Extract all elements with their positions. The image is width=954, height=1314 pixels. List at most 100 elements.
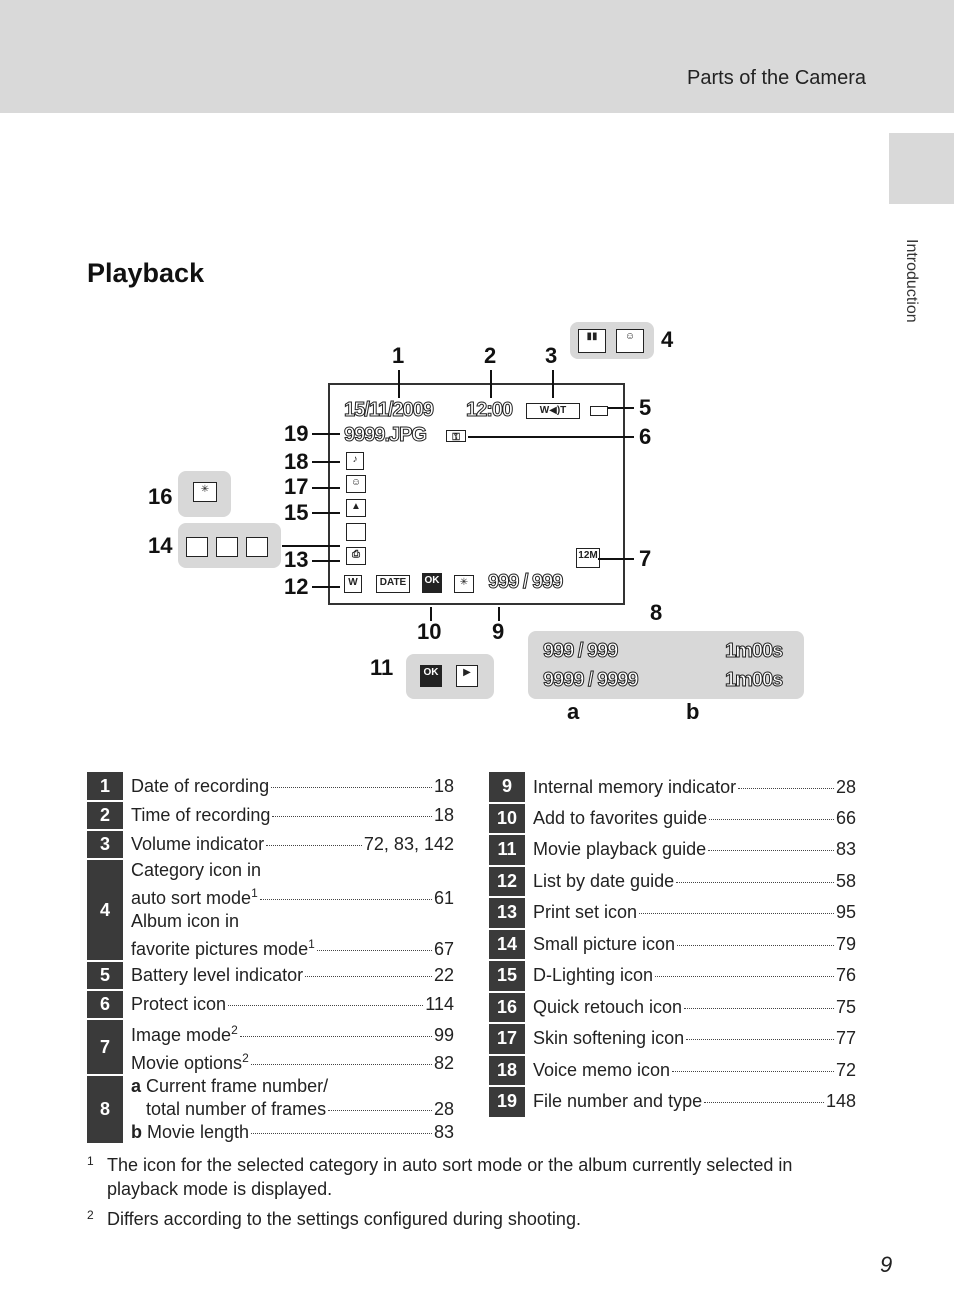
entry-marker: a: [131, 1076, 142, 1096]
ok-button-icon: OK: [422, 573, 442, 593]
entry-label: Album icon in: [131, 910, 239, 933]
category-icon: ▮▮: [578, 329, 606, 353]
row-number: 16: [489, 991, 525, 1024]
entry-label: Battery level indicator: [131, 962, 303, 989]
callout-1: 1: [392, 343, 405, 368]
footnote-mark: 2: [87, 1208, 94, 1222]
entry-page: 83: [433, 1122, 454, 1142]
callout-11: 11: [370, 655, 394, 680]
callout-2: 2: [484, 343, 497, 368]
footnote: 1 The icon for the selected category in …: [87, 1153, 857, 1201]
entry-page: 148: [825, 1091, 856, 1112]
screen-frame-counter: 999 / 999: [487, 571, 563, 594]
row-number: 9: [489, 772, 525, 804]
battery-icon: [590, 406, 608, 416]
leader-dots: [709, 818, 834, 820]
leader-line: [498, 607, 500, 621]
row-number: 15: [489, 960, 525, 993]
entry-page: 79: [835, 933, 856, 954]
entry-label: Movie playback guide: [533, 839, 706, 860]
row-content: File number and type 148: [525, 1086, 856, 1118]
entry-text: Current frame number/: [141, 1076, 329, 1096]
date-guide-icon: DATE: [376, 575, 410, 593]
callout-15: 15: [284, 500, 309, 525]
leader-dots: [266, 845, 362, 846]
callout-9: 9: [492, 619, 505, 644]
entry-text: Skin softening icon: [533, 1028, 685, 1049]
entry-label: Protect icon: [131, 991, 226, 1018]
print-set-icon: ⎙: [346, 547, 366, 565]
entry-label: Quick retouch icon: [533, 997, 682, 1018]
row-number: 4: [87, 859, 123, 962]
footnote-ref: 2: [242, 1051, 249, 1065]
w-button-icon: W: [344, 575, 362, 593]
section-title: Playback: [87, 258, 205, 288]
leader-dots: [677, 944, 834, 946]
favorites-icon: ✳: [454, 575, 474, 593]
leader-line: [468, 436, 634, 438]
row-number: 10: [489, 802, 525, 835]
callout-10: 10: [417, 619, 442, 644]
playback-diagram: ▮▮ ☺ ✳ OK ▶ 999 / 999 1m00s 9999 / 9999 …: [0, 315, 954, 735]
entry-text: favorite pictures mode: [131, 939, 309, 959]
row-number: 8: [87, 1075, 123, 1145]
entry-text: File number and type: [533, 1091, 703, 1112]
entry-page: 95: [835, 902, 856, 923]
side-tab-label: Introduction: [903, 239, 920, 323]
entry-text: Movie playback guide: [533, 839, 707, 860]
leader-dots: [684, 1007, 834, 1009]
leader-line: [430, 607, 432, 621]
leader-line: [312, 512, 340, 514]
leader-line: [312, 560, 340, 562]
index-entry: total number of frames 28: [131, 1098, 454, 1121]
row-number: 3: [87, 830, 123, 860]
row-number: 14: [489, 928, 525, 961]
frame-number-panel: [528, 631, 804, 699]
entry-label: total number of frames: [131, 1098, 326, 1121]
entry-text: Quick retouch icon: [533, 996, 683, 1017]
entry-label: Skin softening icon: [533, 1028, 684, 1049]
entry-label: List by date guide: [533, 871, 674, 892]
side-tab: [889, 133, 954, 204]
row-number: 1: [87, 772, 123, 802]
index-entry: a Current frame number/: [131, 1075, 454, 1098]
header-title: Parts of the Camera: [687, 67, 866, 89]
index-entry: File number and type 148: [533, 1091, 856, 1112]
entry-text: Album icon in: [131, 911, 240, 931]
callout-7: 7: [639, 546, 652, 571]
skin-softening-icon: ☺: [346, 475, 366, 493]
entry-label: Volume indicator: [131, 831, 264, 858]
callout-6: 6: [639, 424, 652, 449]
row-number: 18: [489, 1054, 525, 1087]
entry-page: 28: [433, 1099, 454, 1119]
leader-dots: [672, 1070, 834, 1072]
entry-text: Movie options: [131, 1053, 243, 1073]
entry-page: 18: [433, 805, 454, 825]
entry-page: 99: [433, 1025, 454, 1045]
row-number: 5: [87, 961, 123, 991]
entry-label: Internal memory indicator: [533, 777, 736, 798]
entry-label: Image mode2: [131, 1019, 238, 1047]
entry-text: Voice memo icon: [533, 1059, 671, 1080]
leader-line: [598, 558, 634, 560]
